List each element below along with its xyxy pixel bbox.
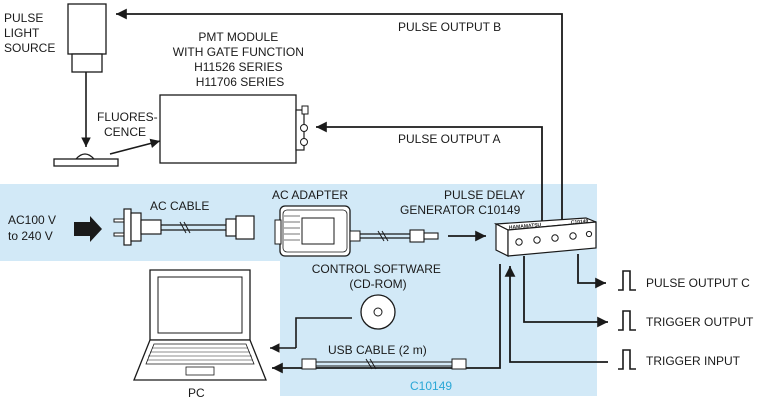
pulse-delay-generator-icon [493, 217, 597, 257]
trigger-output-line [523, 256, 608, 328]
pulse-light-source-label: PULSE LIGHT SOURCE [4, 11, 55, 55]
brand-label: HAMAMATSU [509, 222, 542, 231]
ac-plug-icon [113, 208, 162, 246]
pc-laptop-icon [133, 269, 267, 381]
ac-input-label: AC100 V to 240 V [8, 213, 59, 243]
fluorescence-arrow [109, 138, 161, 155]
control-software-label: CONTROL SOFTWARE (CD-ROM) [312, 262, 444, 291]
pulse-light-source-icon [67, 3, 107, 73]
pulse-delay-generator-label: PULSE DELAY GENERATOR C10149 [400, 188, 528, 217]
dc-cable-line [349, 229, 439, 243]
usb-cable-label: USB CABLE (2 m) [328, 343, 427, 357]
trigger-input-line [504, 266, 608, 363]
ac-adapter-label: AC ADAPTER [272, 188, 348, 202]
trigger-input-waveform-icon [618, 349, 636, 370]
ac-cable-line [161, 221, 226, 234]
usb-cable-line [272, 264, 501, 374]
ac-cable-label: AC CABLE [150, 199, 209, 213]
pulse-output-a-line [316, 121, 543, 236]
pmt-module-label: PMT MODULE WITH GATE FUNCTION H11526 SER… [173, 30, 307, 89]
trigger-input-label: TRIGGER INPUT [646, 354, 741, 368]
ac-cable-connector-icon [225, 215, 255, 240]
trigger-output-label: TRIGGER OUTPUT [646, 315, 754, 329]
pulse-output-c-waveform-icon [618, 270, 636, 291]
pulse-output-c-line [577, 254, 606, 289]
pulse-output-a-label: PULSE OUTPUT A [398, 132, 500, 146]
pulse-output-c-label: PULSE OUTPUT C [646, 276, 750, 290]
sample-dish-icon [53, 153, 119, 167]
model-tag-label: C10149 [571, 218, 589, 226]
ac-adapter-icon [274, 205, 351, 257]
usb-cable-icon [301, 358, 467, 370]
trigger-output-waveform-icon [618, 310, 636, 331]
software-install-line [295, 317, 352, 348]
fluorescence-label: FLUORES- CENCE [97, 110, 161, 139]
pc-label: PC [188, 386, 205, 400]
pulse-output-b-label: PULSE OUTPUT B [398, 20, 501, 34]
cd-rom-icon [360, 294, 396, 330]
pmt-module-icon [159, 94, 309, 164]
kit-label: C10149 [410, 379, 452, 393]
pulse-output-b-line [116, 8, 563, 236]
ac-input-arrow [74, 216, 102, 242]
